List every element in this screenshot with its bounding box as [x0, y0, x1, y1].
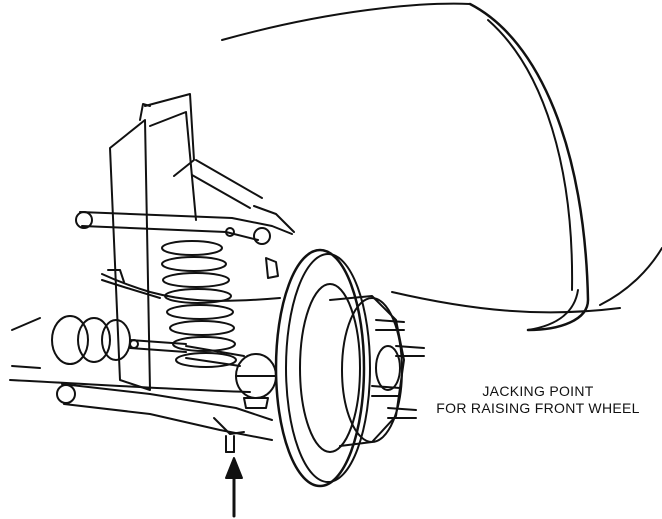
ground-line	[9, 379, 251, 393]
ball-joint	[185, 345, 277, 409]
caption-line-2: FOR RAISING FRONT WHEEL	[436, 400, 640, 416]
upper-control-arm	[75, 205, 295, 279]
fender-outline	[221, 2, 662, 332]
brake-hose	[101, 269, 281, 302]
brake-rotor	[274, 248, 371, 488]
spring-tower	[109, 93, 263, 391]
tie-rod-boot	[11, 315, 187, 369]
wheel-hub	[329, 295, 425, 447]
jacking-point-arrow	[225, 457, 243, 518]
caption-line-1: JACKING POINT	[482, 383, 594, 399]
jacking-point-caption: JACKING POINT FOR RAISING FRONT WHEEL	[418, 383, 658, 417]
lower-control-arm	[56, 383, 273, 453]
